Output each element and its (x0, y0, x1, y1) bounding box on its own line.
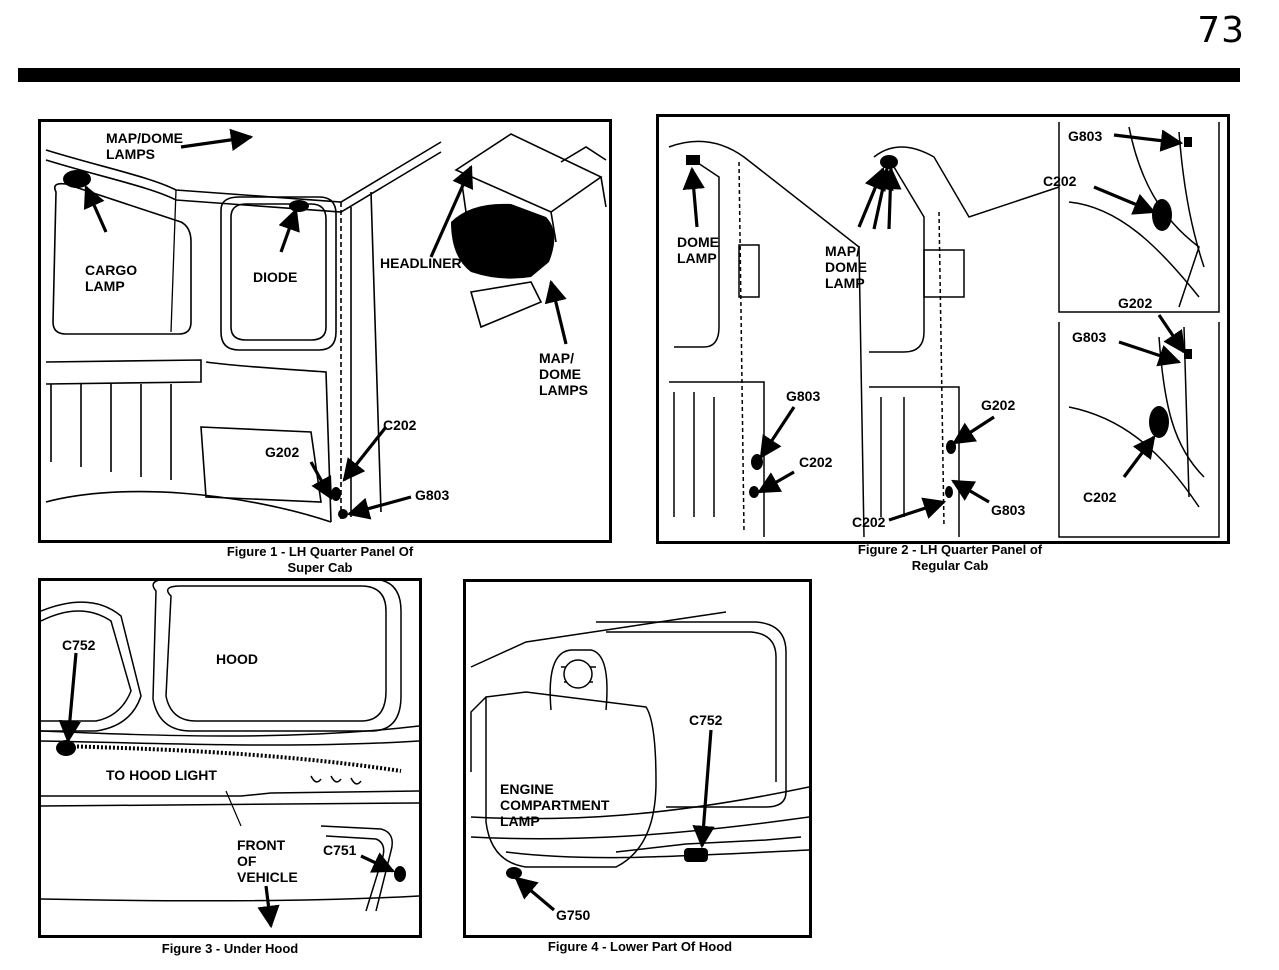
front-of-vehicle-label: FRONT OF VEHICLE (237, 837, 298, 885)
figure-1-drawing (45, 128, 607, 523)
c202-bottom-right-label: C202 (1083, 489, 1117, 505)
figure-2-caption: Figure 2 - LH Quarter Panel of Regular C… (857, 542, 1043, 573)
engine-compartment-lamp-label: ENGINE COMPARTMENT LAMP (500, 781, 610, 829)
g803-mid-label: G803 (991, 502, 1026, 518)
g803-label: G803 (415, 487, 450, 503)
g202-label: G202 (265, 444, 300, 460)
figure-3-caption: Figure 3 - Under Hood (161, 941, 299, 956)
c752-lower-label: C752 (689, 712, 723, 728)
c752-hood-label: C752 (62, 637, 96, 653)
figure-2-drawing (668, 122, 1220, 538)
g750-label: G750 (556, 907, 591, 923)
headliner-label: HEADLINER (380, 255, 462, 271)
figure-3-drawing (41, 581, 419, 929)
figure-3-panel: C752 HOOD TO HOOD LIGHT FRONT OF VEHICLE… (38, 578, 422, 938)
c751-label: C751 (323, 842, 357, 858)
c202-label: C202 (383, 417, 417, 433)
g202-mid-label: G202 (981, 397, 1016, 413)
header-rule (18, 68, 1240, 82)
g803-left-label: G803 (786, 388, 821, 404)
figure-1-caption: Figure 1 - LH Quarter Panel Of Super Cab (226, 544, 414, 575)
map-dome-lamps-top-label: MAP/DOME LAMPS (106, 130, 183, 162)
g803-right-label: G803 (1072, 329, 1107, 345)
figure-4-caption: Figure 4 - Lower Part Of Hood (547, 939, 733, 954)
page-number: 73 (1197, 10, 1245, 51)
figure-4-drawing (470, 611, 809, 912)
to-hood-light-label: TO HOOD LIGHT (106, 767, 217, 783)
hood-label: HOOD (216, 651, 258, 667)
dome-lamp-label: DOME LAMP (677, 234, 719, 266)
cargo-lamp-label: CARGO LAMP (85, 262, 138, 294)
diode-label: DIODE (253, 269, 298, 285)
g803-top-right-label: G803 (1068, 128, 1103, 144)
c202-left-label: C202 (799, 454, 833, 470)
g202-right-label: G202 (1118, 295, 1153, 311)
c202-mid-label: C202 (852, 514, 886, 530)
map-dome-lamp-label: MAP/ DOME LAMP (825, 243, 867, 291)
figure-2-panel: DOME LAMP MAP/ DOME LAMP G803 C202 G202 … (656, 114, 1230, 544)
figure-1-panel: MAP/DOME LAMPS CARGO LAMP DIODE HEADLINE… (38, 119, 612, 543)
figure-4-panel: ENGINE COMPARTMENT LAMP C752 G750 (463, 579, 812, 938)
c202-top-right-label: C202 (1043, 173, 1077, 189)
map-dome-lamps-right-label: MAP/ DOME LAMPS (539, 350, 588, 398)
